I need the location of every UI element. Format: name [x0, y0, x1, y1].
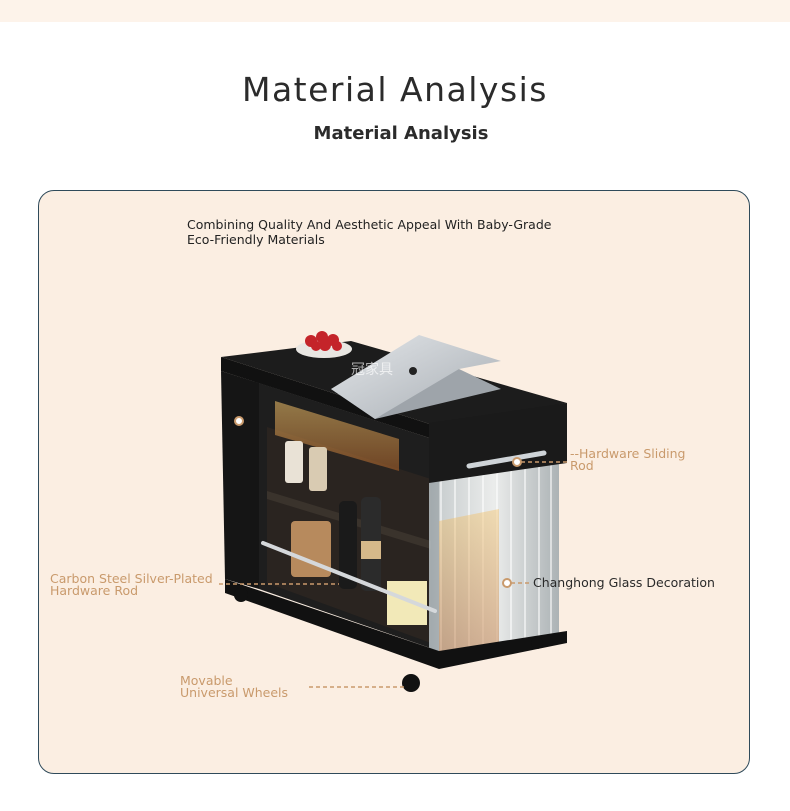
dot-glass — [502, 578, 512, 588]
cart-illustration — [219, 331, 569, 692]
callout-wheels-line-1: Movable — [180, 673, 233, 688]
cart-top-edge — [221, 357, 439, 441]
wine-label — [361, 541, 381, 559]
snack-bag — [291, 521, 331, 577]
page-subtitle: Material Analysis — [313, 123, 489, 144]
intro-line-1: Combining Quality And Aesthetic Appeal W… — [187, 217, 552, 232]
dot-sliding-rod — [512, 457, 522, 467]
callout-sliding-rod-line-2: Rod — [570, 458, 594, 473]
top-band — [0, 0, 790, 22]
glass-glow — [439, 509, 499, 661]
jar-1 — [285, 441, 303, 483]
callout-silver-rod: Carbon Steel Silver-Plated Hardware Rod — [50, 571, 213, 598]
dot-left — [234, 416, 244, 426]
cart-base — [225, 579, 567, 669]
laptop-lid — [331, 335, 501, 419]
silver-plated-rod — [261, 541, 437, 613]
tissue-box — [387, 581, 427, 625]
callout-silver-rod-line-2: Hardware Rod — [50, 583, 139, 598]
watermark: 冠家具 — [351, 361, 393, 377]
material-panel: Combining Quality And Aesthetic Appeal W… — [38, 190, 750, 774]
right-drawer — [429, 403, 567, 483]
wheel-3 — [531, 637, 543, 649]
cart-side-panel — [221, 371, 259, 589]
laptop-logo — [409, 367, 417, 375]
wheel-2 — [402, 674, 420, 692]
callout-glass: Changhong Glass Decoration — [533, 575, 715, 590]
jar-2 — [309, 447, 327, 491]
wheel-1 — [234, 588, 248, 602]
callout-wheels: Movable Universal Wheels — [180, 673, 289, 700]
intro-line-2: Eco-Friendly Materials — [187, 232, 325, 247]
strawberries — [305, 331, 342, 351]
callout-sliding-rod: --Hardware Sliding Rod — [570, 446, 686, 473]
callout-wheels-line-2: Universal Wheels — [180, 685, 289, 700]
page-title: Material Analysis — [241, 70, 549, 109]
callout-silver-rod-line-1: Carbon Steel Silver-Plated — [50, 571, 213, 586]
intro-text: Combining Quality And Aesthetic Appeal W… — [187, 217, 587, 247]
callout-sliding-rod-line-1: --Hardware Sliding — [570, 446, 686, 461]
drawer-glow — [275, 401, 399, 471]
hardware-sliding-rod — [466, 450, 547, 469]
wine-bottle-1 — [339, 501, 357, 589]
